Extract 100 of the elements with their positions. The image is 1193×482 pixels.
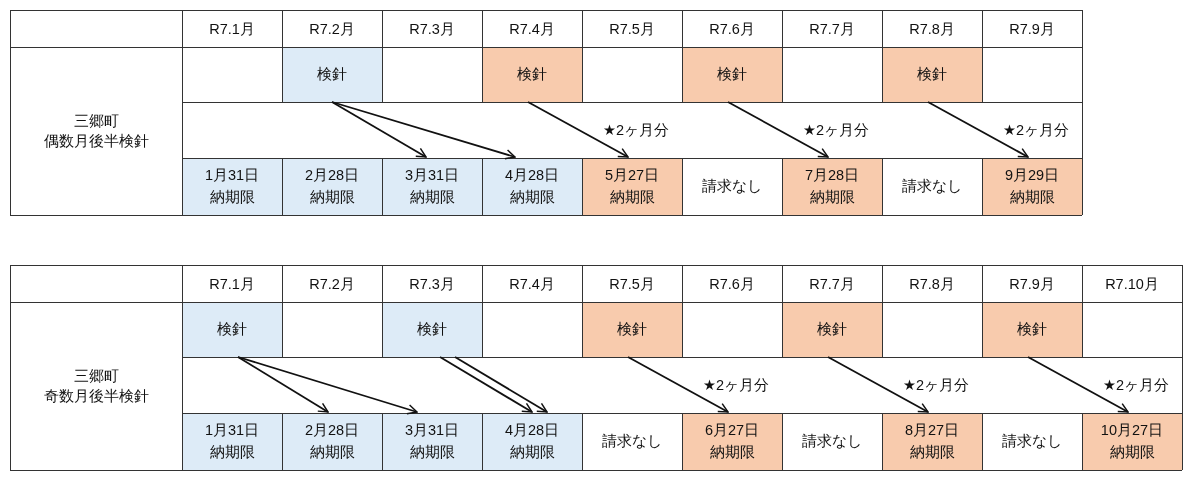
- month-header: R7.1月: [209, 19, 255, 38]
- cell-text: 2月28日: [304, 166, 360, 186]
- due-date-cell: [682, 413, 782, 470]
- cell-text: 8月27日: [904, 421, 960, 441]
- cell-text: 検針: [617, 320, 647, 339]
- edge-label: ★2ヶ月分: [902, 375, 971, 395]
- arrow: [331, 101, 427, 158]
- cell-text: 納期限: [609, 187, 655, 207]
- meter-reading-cell: [882, 47, 982, 102]
- cell-text: 請求なし: [1002, 432, 1062, 451]
- arrow: [727, 101, 829, 158]
- edge-label: ★2ヶ月分: [702, 375, 771, 395]
- cell-text: 請求なし: [902, 177, 962, 196]
- cell-text: 納期限: [409, 187, 455, 207]
- month-header: R7.4月: [509, 19, 555, 38]
- cell-text: 納期限: [509, 187, 555, 207]
- meter-reading-cell: [482, 47, 582, 102]
- month-header: R7.9月: [1009, 19, 1055, 38]
- month-header: R7.7月: [809, 274, 855, 293]
- cell-text: 納期限: [809, 187, 855, 207]
- cell-text: 納期限: [309, 442, 355, 462]
- cell-text: 納期限: [409, 442, 455, 462]
- row-label: 三郷町: [73, 366, 119, 386]
- month-header: R7.6月: [709, 19, 755, 38]
- arrow: [1027, 356, 1129, 413]
- month-header: R7.4月: [509, 274, 555, 293]
- cell-text: 9月29日: [1004, 166, 1060, 186]
- arrow: [927, 101, 1029, 158]
- cell-text: 請求なし: [702, 177, 762, 196]
- cell-text: 請求なし: [602, 432, 662, 451]
- meter-reading-cell: [182, 302, 282, 357]
- cell-text: 10月27日: [1100, 421, 1164, 441]
- month-header: R7.1月: [209, 274, 255, 293]
- cell-text: 4月28日: [504, 421, 560, 441]
- edge-label: ★2ヶ月分: [1002, 120, 1071, 140]
- month-header: R7.7月: [809, 19, 855, 38]
- cell-text: 納期限: [509, 442, 555, 462]
- cell-text: 3月31日: [404, 166, 460, 186]
- cell-text: 納期限: [209, 442, 255, 462]
- arrow: [527, 101, 629, 158]
- arrow: [454, 356, 548, 413]
- arrow: [237, 356, 329, 413]
- month-header: R7.3月: [409, 19, 455, 38]
- month-header: R7.2月: [309, 274, 355, 293]
- cell-text: 納期限: [309, 187, 355, 207]
- arrow: [827, 356, 929, 413]
- month-header: R7.8月: [909, 19, 955, 38]
- edge-label: ★2ヶ月分: [602, 120, 671, 140]
- cell-text: 納期限: [1109, 442, 1155, 462]
- due-date-cell: [482, 158, 582, 215]
- month-header: R7.3月: [409, 274, 455, 293]
- cell-text: 検針: [717, 65, 747, 84]
- month-header: R7.8月: [909, 274, 955, 293]
- cell-text: 2月28日: [304, 421, 360, 441]
- due-date-cell: [1082, 413, 1182, 470]
- due-date-cell: [182, 413, 282, 470]
- cell-text: 7月28日: [804, 166, 860, 186]
- due-date-cell: [382, 158, 482, 215]
- month-header: R7.5月: [609, 19, 655, 38]
- cell-text: 1月31日: [204, 421, 260, 441]
- cell-text: 納期限: [709, 442, 755, 462]
- meter-reading-cell: [382, 302, 482, 357]
- due-date-cell: [182, 158, 282, 215]
- month-header: R7.5月: [609, 274, 655, 293]
- due-date-cell: [282, 413, 382, 470]
- month-header: R7.10月: [1105, 274, 1159, 293]
- edge-label: ★2ヶ月分: [802, 120, 871, 140]
- cell-text: 納期限: [209, 187, 255, 207]
- cell-text: 請求なし: [802, 432, 862, 451]
- cell-text: 1月31日: [204, 166, 260, 186]
- month-header: R7.2月: [309, 19, 355, 38]
- edge-label: ★2ヶ月分: [1102, 375, 1171, 395]
- cell-text: 5月27日: [604, 166, 660, 186]
- arrow: [627, 356, 729, 413]
- due-date-cell: [382, 413, 482, 470]
- due-date-cell: [482, 413, 582, 470]
- month-header: R7.9月: [1009, 274, 1055, 293]
- cell-text: 4月28日: [504, 166, 560, 186]
- cell-text: 検針: [817, 320, 847, 339]
- due-date-cell: [982, 158, 1082, 215]
- meter-reading-cell: [982, 302, 1082, 357]
- meter-reading-cell: [682, 47, 782, 102]
- arrow: [237, 356, 418, 415]
- arrow: [331, 101, 516, 160]
- row-label: 三郷町: [73, 111, 119, 131]
- row-label: 奇数月後半検針: [43, 386, 149, 406]
- cell-text: 6月27日: [704, 421, 760, 441]
- due-date-cell: [282, 158, 382, 215]
- cell-text: 検針: [217, 320, 247, 339]
- cell-text: 検針: [917, 65, 947, 84]
- month-header: R7.6月: [709, 274, 755, 293]
- meter-reading-cell: [782, 302, 882, 357]
- due-date-cell: [782, 158, 882, 215]
- cell-text: 検針: [417, 320, 447, 339]
- meter-reading-cell: [582, 302, 682, 357]
- cell-text: 納期限: [1009, 187, 1055, 207]
- due-date-cell: [582, 158, 682, 215]
- cell-text: 検針: [517, 65, 547, 84]
- arrow: [439, 356, 533, 413]
- due-date-cell: [882, 413, 982, 470]
